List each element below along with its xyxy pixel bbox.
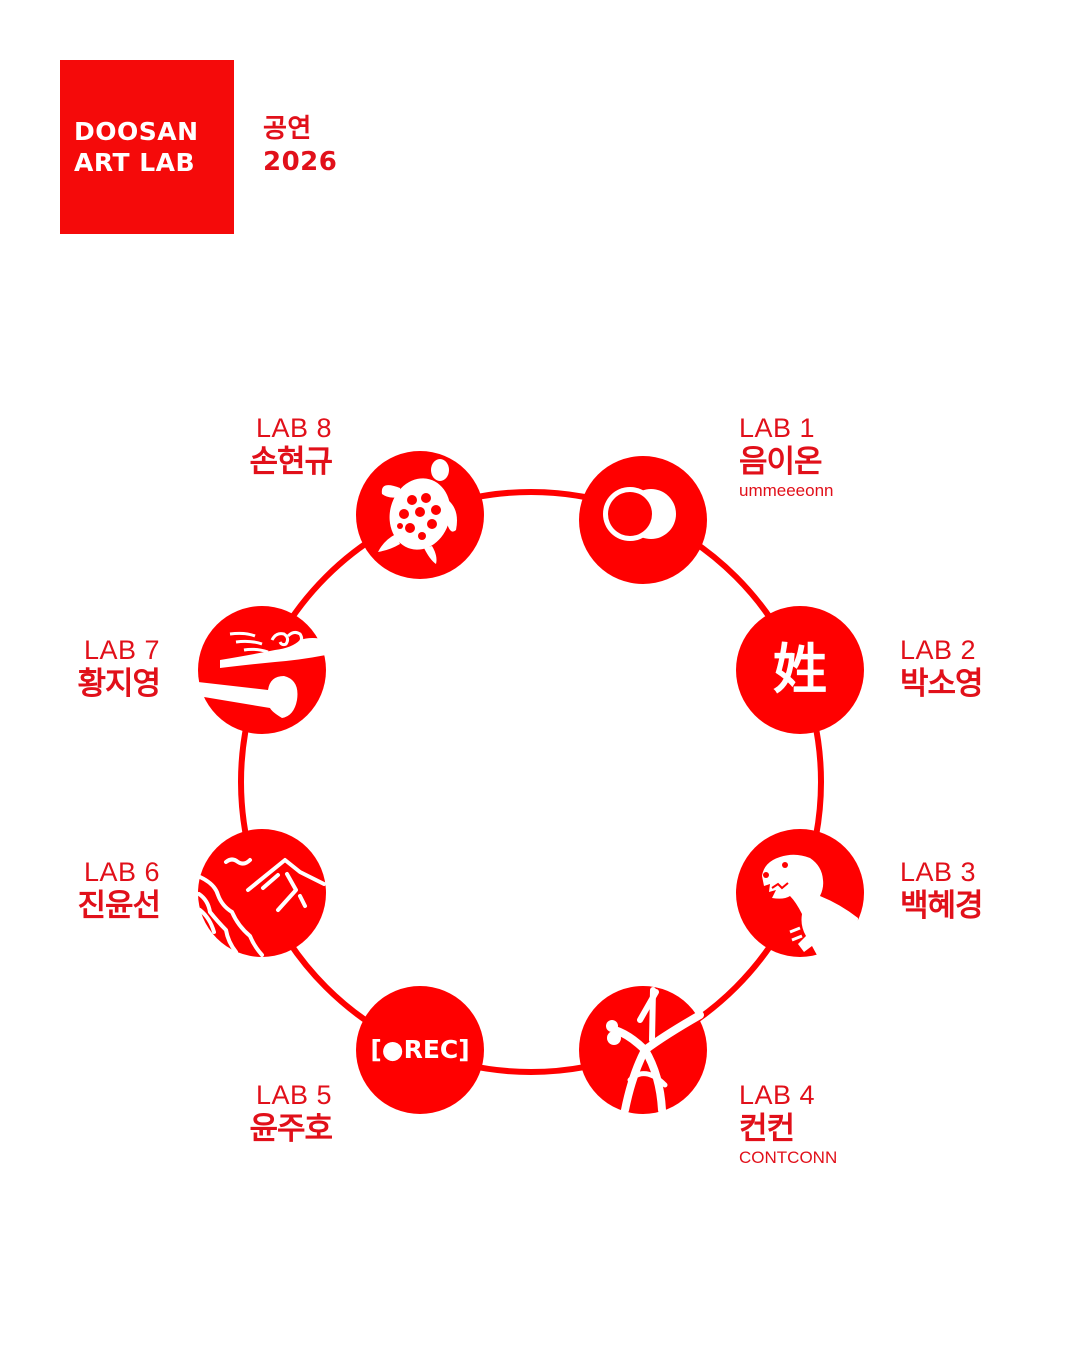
lab2-label[interactable]: LAB 2 박소영 (900, 635, 984, 703)
lab-number: LAB 3 (900, 857, 977, 887)
lab3-label[interactable]: LAB 3 백혜경 (900, 857, 984, 925)
artist-subtitle: ummeeeonn (739, 481, 834, 500)
lab3-node[interactable] (736, 829, 864, 957)
logo-line-1: DOOSAN (74, 117, 199, 146)
lab2-node[interactable] (736, 606, 864, 734)
artist-name: 진윤선 (77, 888, 161, 924)
artist-name: 음이온 (739, 444, 823, 480)
lab-number: LAB 8 (255, 413, 332, 443)
lab4-label[interactable]: LAB 4 컨컨 CONTCONN (739, 1080, 837, 1168)
rec-icon: [●REC] (370, 1035, 470, 1064)
lab-number: LAB 7 (83, 635, 160, 665)
lab1-label[interactable]: LAB 1 음이온 ummeeeonn (739, 413, 834, 501)
lab-number: LAB 2 (900, 635, 977, 665)
lab7-label[interactable]: LAB 7 황지영 (77, 635, 161, 703)
lab-number: LAB 4 (739, 1080, 816, 1110)
lab-number: LAB 6 (83, 857, 160, 887)
lab8-label[interactable]: LAB 8 손현규 (249, 413, 333, 481)
hanja-surname-icon: 姓 (773, 638, 827, 701)
lab7-node[interactable] (198, 606, 326, 734)
lab-number: LAB 5 (255, 1080, 332, 1110)
artist-name: 황지영 (77, 666, 161, 702)
year-label: 2026 (263, 147, 338, 177)
overlapping-circles-icon (603, 487, 676, 541)
sea-turtle-icon (378, 459, 457, 564)
artist-subtitle: CONTCONN (739, 1148, 838, 1167)
program-heading: 공연 2026 (263, 113, 337, 179)
artist-name: 컨컨 (739, 1111, 795, 1147)
artist-name: 손현규 (249, 444, 333, 480)
logo-line-2: ART LAB (74, 148, 196, 177)
lab1-node[interactable] (579, 456, 707, 584)
artist-name: 백혜경 (900, 888, 984, 924)
lab6-label[interactable]: LAB 6 진윤선 (77, 857, 161, 925)
logo-text: DOOSAN ART LAB (74, 116, 199, 178)
lab5-node[interactable] (356, 986, 484, 1114)
smoking-pipe-icon (198, 630, 326, 718)
dinosaur-icon (762, 854, 858, 957)
lab8-node[interactable] (356, 451, 484, 579)
mountain-river-icon (197, 857, 326, 957)
artist-name: 박소영 (900, 666, 984, 702)
doosan-art-lab-logo: DOOSAN ART LAB (60, 60, 234, 234)
category-label: 공연 (263, 114, 312, 144)
lab5-label[interactable]: LAB 5 윤주호 (249, 1080, 333, 1148)
lab-number: LAB 1 (739, 413, 816, 443)
lab6-node[interactable] (197, 829, 326, 957)
lab4-node[interactable] (579, 986, 707, 1114)
dancer-icon (611, 987, 704, 1114)
connecting-ring (238, 489, 824, 1075)
artist-name: 윤주호 (249, 1111, 333, 1147)
